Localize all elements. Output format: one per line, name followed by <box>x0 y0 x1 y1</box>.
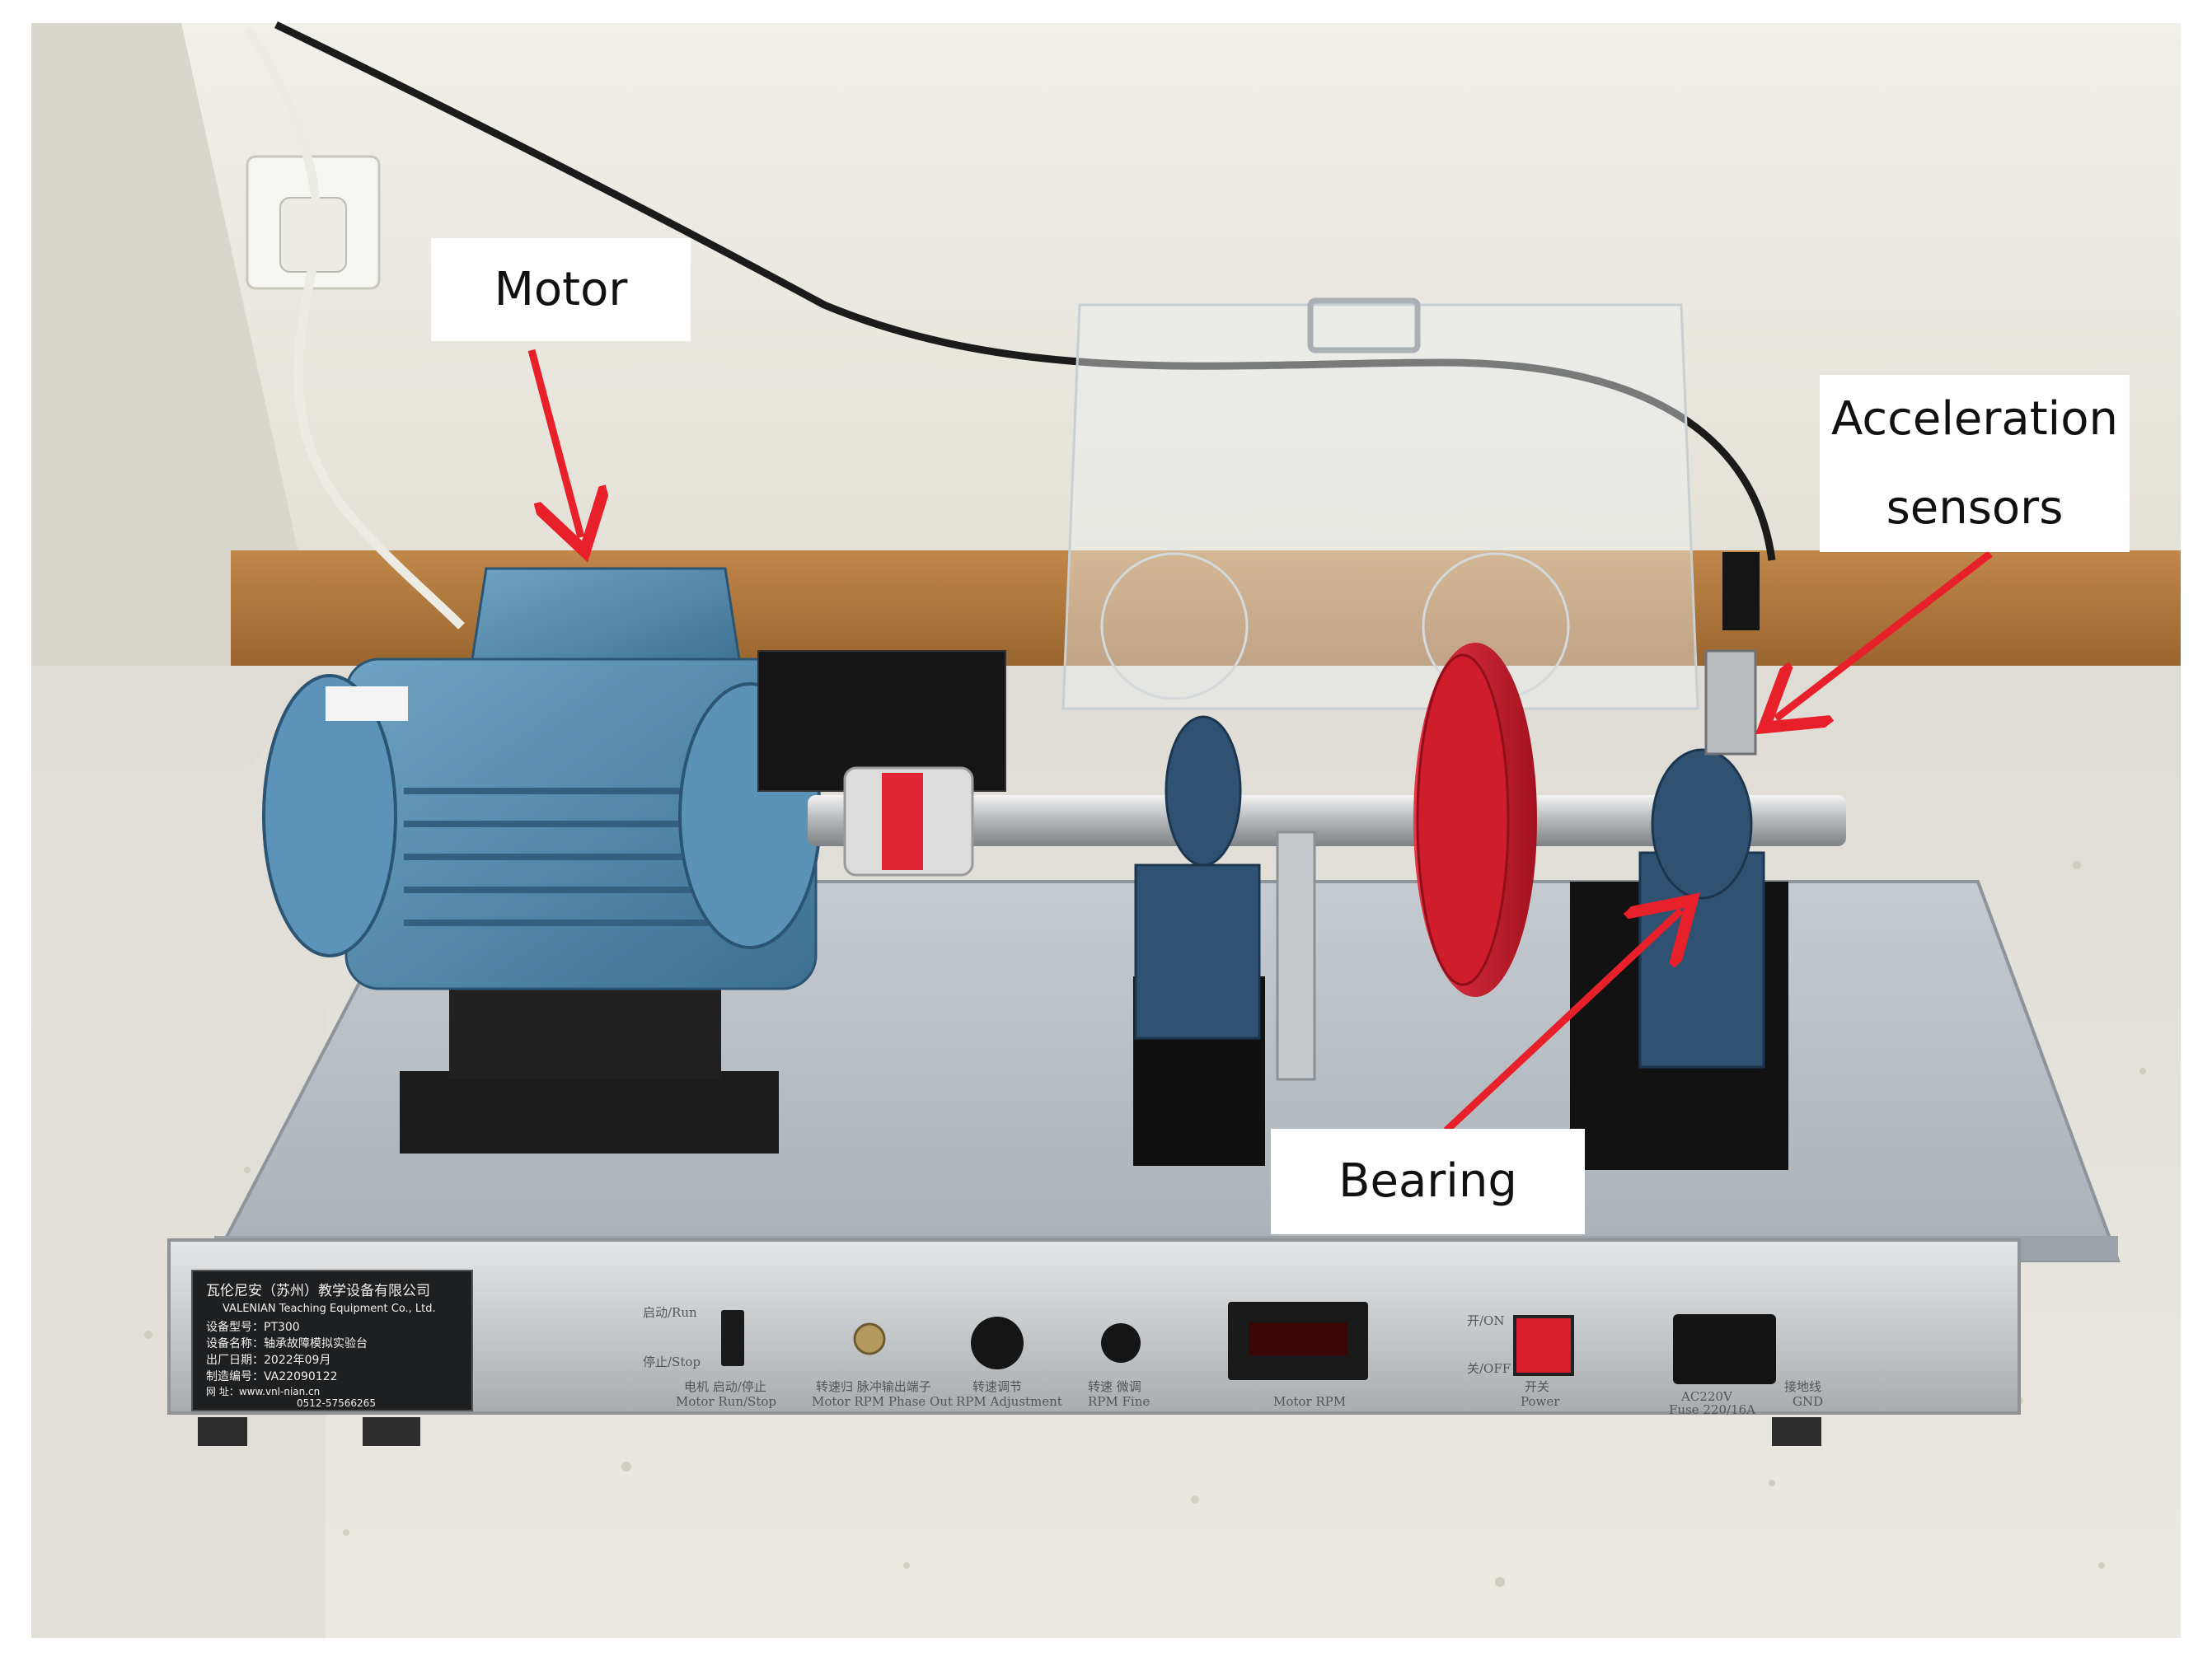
ac-label: AC220V <box>1680 1389 1733 1404</box>
motor-run-stop-en: Motor Run/Stop <box>676 1394 776 1409</box>
rpm-adjust-label: 转速调节 <box>972 1379 1022 1394</box>
motor-rpm-label: Motor RPM <box>1273 1394 1346 1409</box>
nameplate-line7: 网 址：www.vnl-nian.cn <box>206 1386 320 1397</box>
support-bracket <box>1276 831 1316 1081</box>
power-cn-label: 开关 <box>1525 1379 1549 1394</box>
sensor-cable <box>274 21 1776 561</box>
power-en-label: Power <box>1521 1394 1560 1409</box>
bearing-callout-text: Bearing <box>1338 1154 1517 1208</box>
nameplate-line3: 设备型号：PT300 <box>206 1320 300 1334</box>
acceleration-callout-line1: Acceleration <box>1831 391 2118 446</box>
floor-speckles <box>144 861 2146 1587</box>
bnc-connector <box>853 1322 886 1355</box>
nameplate-line1: 瓦伦尼安（苏州）教学设备有限公司 <box>206 1283 430 1299</box>
phase-out-label: 转速归 脉冲输出端子 <box>816 1379 931 1394</box>
motor-arrow <box>527 349 581 537</box>
acceleration-sensor <box>1704 552 1760 756</box>
rpm-adjust-knob <box>971 1317 1024 1369</box>
bearing-callout: Bearing <box>1271 1129 1585 1234</box>
red-disc <box>1413 643 1537 997</box>
nameplate-line2: VALENIAN Teaching Equipment Co., Ltd. <box>223 1303 436 1315</box>
motor <box>262 567 822 1154</box>
sensor-arrow <box>1776 550 1993 718</box>
nameplate-line6: 制造编号：VA22090122 <box>206 1370 338 1383</box>
gnd-cn-label: 接地线 <box>1784 1379 1821 1394</box>
on-label: 开/ON <box>1467 1313 1504 1328</box>
gnd-en-label: GND <box>1793 1394 1823 1409</box>
acceleration-sensors-callout: Acceleration sensors <box>1820 375 2130 552</box>
run-stop-switch <box>721 1310 744 1366</box>
motor-callout: Motor <box>431 238 691 341</box>
fuse-label: Fuse 220/16A <box>1669 1402 1755 1417</box>
motor-callout-text: Motor <box>494 262 628 316</box>
power-inlet <box>1673 1314 1776 1384</box>
nameplate-line5: 出厂日期：2022年09月 <box>206 1354 330 1367</box>
rpm-fine-knob <box>1101 1323 1141 1363</box>
rpm-fine-en: RPM Fine <box>1088 1394 1150 1409</box>
rpm-adjust-en: RPM Adjustment <box>956 1394 1062 1409</box>
power-switch <box>1513 1315 1574 1376</box>
bearing-housing-right <box>1570 748 1788 1170</box>
bearing-housing-left <box>1133 715 1265 1166</box>
motor-run-stop-label: 电机 启动/停止 <box>684 1379 766 1394</box>
phase-out-en: Motor RPM Phase Out <box>812 1394 953 1409</box>
stop-label: 停止/Stop <box>643 1355 701 1369</box>
acceleration-callout-line2: sensors <box>1886 480 2064 535</box>
power-cable <box>243 26 465 629</box>
nameplate-line4: 设备名称：轴承故障模拟实验台 <box>206 1336 368 1350</box>
panel-controls: 启动/Run 停止/Stop 电机 启动/停止 Motor Run/Stop 转… <box>643 1302 1823 1417</box>
run-label: 启动/Run <box>643 1305 697 1320</box>
bearing-arrow <box>1443 910 1681 1134</box>
shaft <box>808 795 1846 846</box>
off-label: 关/OFF <box>1467 1361 1511 1376</box>
nameplate: 瓦伦尼安（苏州）教学设备有限公司 VALENIAN Teaching Equip… <box>191 1270 473 1411</box>
nameplate-line8: 0512-57566265 <box>297 1397 376 1409</box>
acrylic-cover <box>1061 297 1699 710</box>
rpm-fine-label: 转速 微调 <box>1088 1379 1141 1394</box>
